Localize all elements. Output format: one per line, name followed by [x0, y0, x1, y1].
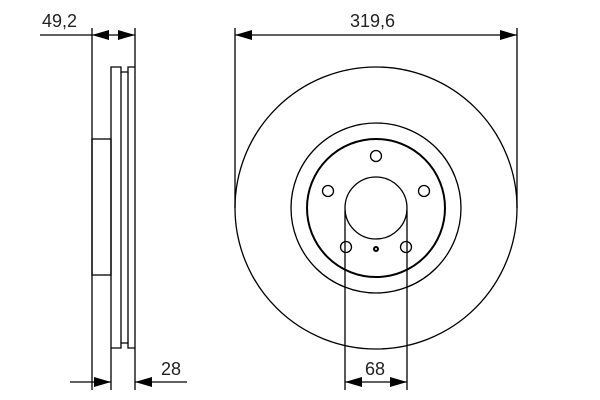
arrowhead-icon — [92, 30, 109, 40]
hat-outer-circle — [290, 122, 462, 294]
dimension-overall-height: 49,2 — [40, 11, 135, 40]
dimension-label-bore: 68 — [365, 359, 385, 379]
arrowhead-icon — [500, 30, 517, 40]
arrowhead-icon — [118, 30, 135, 40]
disc-profile-top — [110, 66, 135, 390]
dimension-outer-diameter: 319,6 — [234, 11, 518, 208]
dimension-label-diameter: 319,6 — [350, 11, 395, 31]
locating-hole — [373, 246, 379, 252]
side-view — [91, 28, 136, 390]
hub-profile — [91, 138, 112, 276]
arrowhead-icon — [345, 377, 362, 387]
arrowhead-icon — [235, 30, 252, 40]
arrowhead-icon — [390, 377, 407, 387]
outer-rim-circle — [234, 66, 518, 350]
dimension-center-bore: 68 — [345, 359, 407, 387]
center-bore-circle — [344, 176, 408, 240]
bolt-hole — [369, 149, 383, 163]
dimension-label-thickness: 28 — [161, 359, 181, 379]
dimension-label-height: 49,2 — [42, 11, 77, 31]
bolt-hole — [339, 240, 353, 254]
front-view — [234, 66, 518, 390]
bolt-hole — [417, 184, 431, 198]
bolt-hole — [321, 184, 335, 198]
arrowhead-icon — [94, 377, 111, 387]
hat-inner-circle — [306, 138, 446, 278]
disc-profile-bottom — [111, 342, 135, 349]
bolt-hole — [399, 240, 413, 254]
dimension-disc-thickness: 28 — [70, 359, 187, 387]
arrowhead-icon — [135, 377, 152, 387]
